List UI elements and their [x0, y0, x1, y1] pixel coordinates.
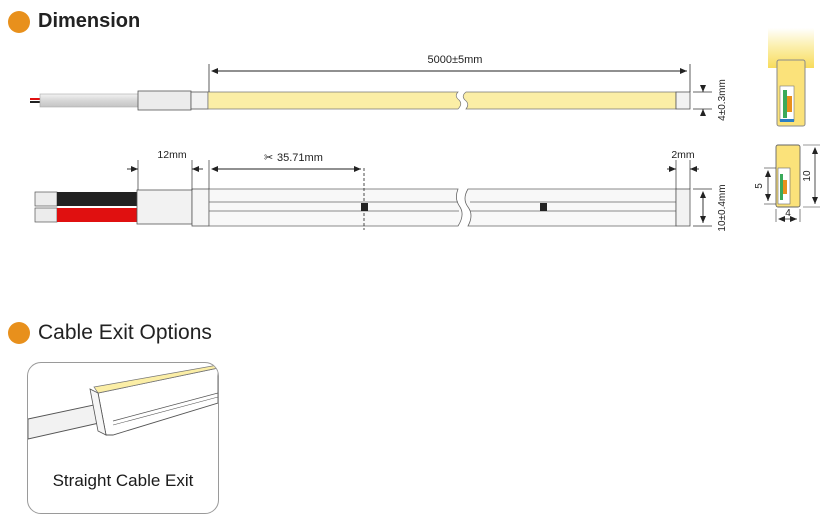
width-label: 10±0.4mm	[717, 184, 728, 231]
end-cap-dimension: 2mm	[667, 149, 699, 189]
scissors-icon: ✂	[264, 152, 273, 164]
cut-unit-dimension: ✂ 35.71mm	[208, 152, 361, 189]
dimension-drawing: 5000±5mm 4±0.3mm	[30, 28, 820, 232]
strip-top-view	[34, 168, 691, 230]
height-label: 4±0.3mm	[717, 79, 728, 121]
width-dimension: 10±0.4mm	[693, 184, 728, 232]
dimension-heading: Dimension	[8, 10, 140, 33]
total-length-label: 5000±5mm	[428, 54, 483, 66]
profile-width-label: 4	[785, 208, 791, 219]
badge-icon	[8, 322, 30, 344]
badge-icon	[8, 10, 30, 33]
dimension-title: Dimension	[38, 10, 141, 32]
profile-glow-view	[768, 28, 814, 127]
cable-length-dimension: 12mm	[127, 149, 203, 190]
height-dimension: 4±0.3mm	[693, 79, 728, 121]
end-cap-label: 2mm	[671, 149, 695, 161]
profile-inner-label: 5	[754, 183, 765, 189]
cable-exit-heading: Cable Exit Options	[8, 321, 212, 345]
straight-cable-exit-illustration	[28, 364, 218, 440]
cable-length-label: 12mm	[157, 149, 186, 161]
cable-exit-title: Cable Exit Options	[38, 321, 212, 344]
total-length-dimension: 5000±5mm	[208, 54, 691, 92]
profile-cross-section: 10 5 4	[754, 144, 820, 222]
profile-height-label: 10	[802, 170, 813, 182]
straight-cable-exit-card[interactable]: Straight Cable Exit	[27, 362, 219, 514]
strip-side-view	[30, 90, 691, 111]
cut-unit-label: 35.71mm	[277, 152, 323, 164]
option-label: Straight Cable Exit	[52, 471, 194, 490]
